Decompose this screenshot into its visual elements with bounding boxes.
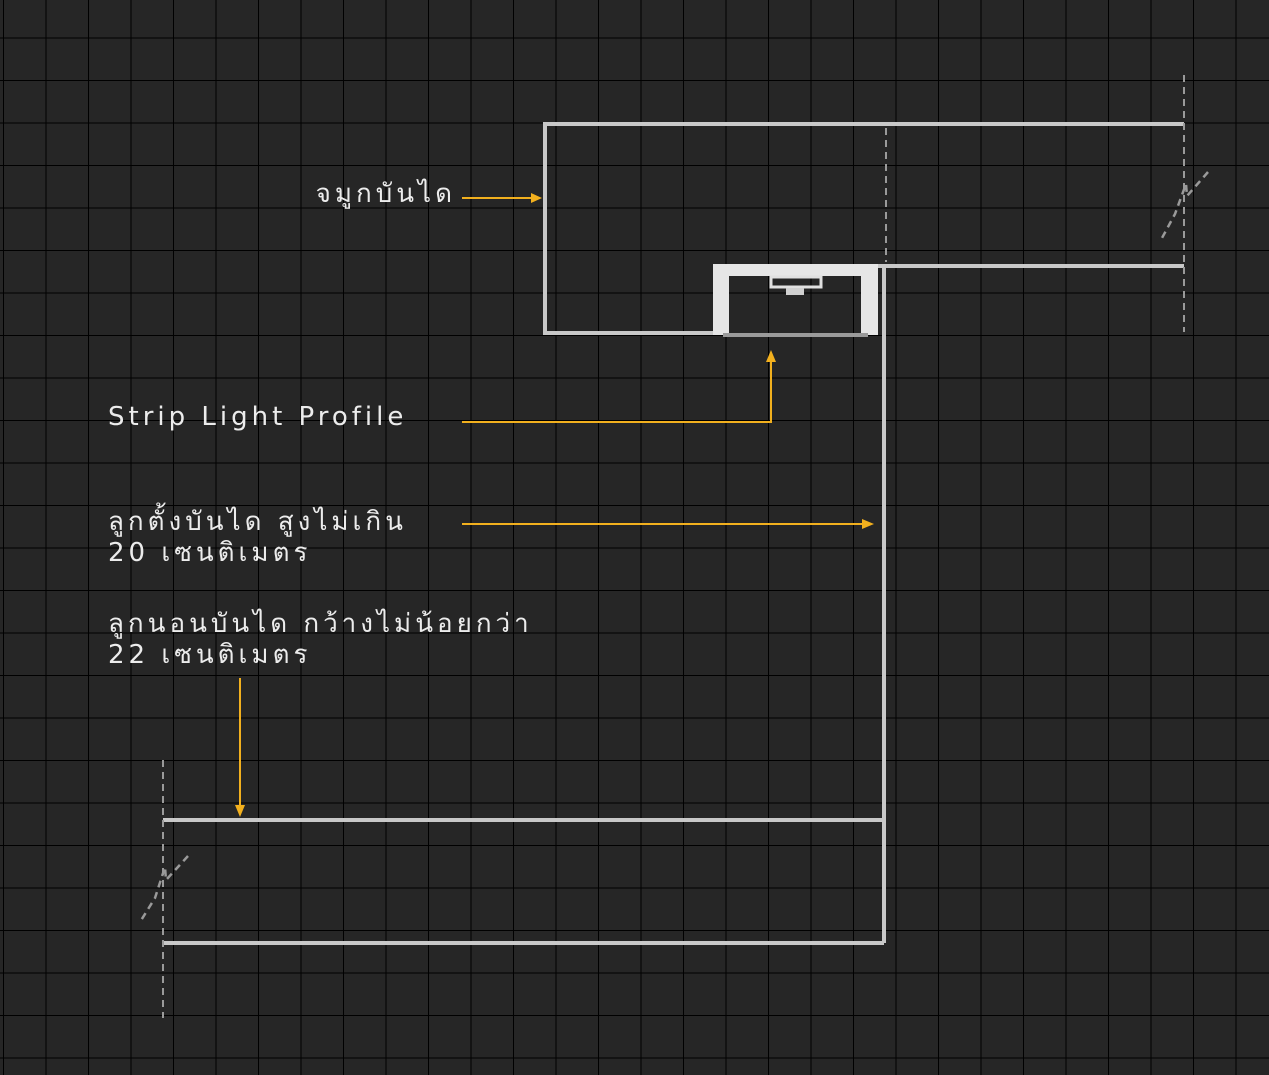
nosing-arrow-head xyxy=(531,193,542,203)
tread-label-line2: 22 เซนติเมตร xyxy=(108,640,312,670)
led-chip xyxy=(786,288,804,295)
arrow-head-icon xyxy=(235,193,874,817)
led-strip xyxy=(769,275,823,289)
tread-arrow-head xyxy=(235,805,245,817)
strip-light-profile xyxy=(713,264,878,337)
nosing-label: จมูกบันได xyxy=(315,179,456,209)
riser-label: ลูกตั้งบันได สูงไม่เกิน 20 เซนติเมตร xyxy=(108,507,407,569)
tread-label: ลูกนอนบันได กว้างไม่น้อยกว่า 22 เซนติเมต… xyxy=(108,609,533,671)
riser-and-lower-tread xyxy=(163,266,886,945)
riser-arrow-head xyxy=(862,519,874,529)
strip-profile-label: Strip Light Profile xyxy=(108,402,408,432)
upper-step xyxy=(543,122,1184,335)
strip-profile-leader xyxy=(462,360,772,423)
annotation-leaders xyxy=(239,197,864,806)
strip-profile-arrow-head xyxy=(766,350,776,362)
break-line-icon xyxy=(138,171,1209,923)
tread-label-line1: ลูกนอนบันได กว้างไม่น้อยกว่า xyxy=(108,609,533,639)
riser-label-line1: ลูกตั้งบันได สูงไม่เกิน xyxy=(108,507,407,537)
profile-channel xyxy=(713,264,878,335)
break-line-icon-upper xyxy=(1160,171,1209,239)
dashed-reference-lines xyxy=(162,75,1185,1018)
break-line-icon-lower xyxy=(138,855,189,923)
upper-step-outline xyxy=(543,122,1184,335)
riser-label-line2: 20 เซนติเมตร xyxy=(108,538,312,568)
